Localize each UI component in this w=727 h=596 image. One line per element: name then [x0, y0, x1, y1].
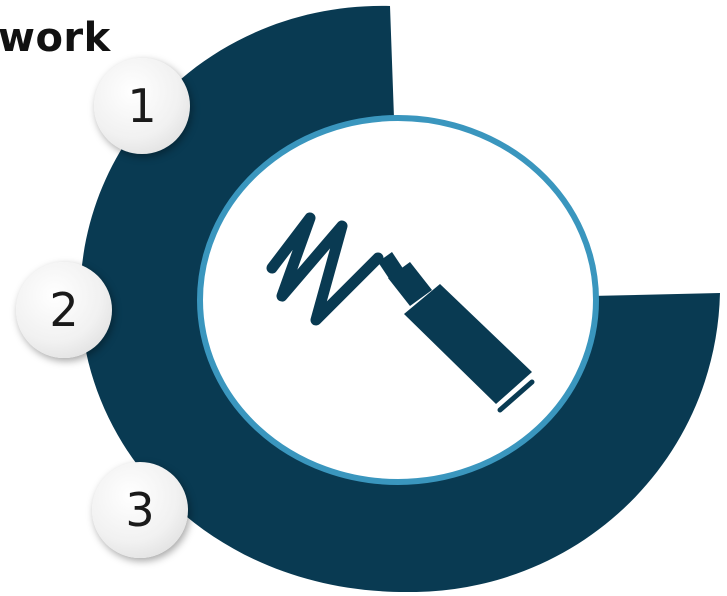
step-number: 1 — [127, 79, 157, 133]
step-number: 2 — [49, 283, 79, 337]
progress-ring — [80, 5, 720, 593]
inner-circle-border — [197, 115, 599, 485]
highlighter-marker-icon — [266, 212, 535, 413]
step-badge-2: 2 — [16, 262, 112, 358]
step-badge-1: 1 — [94, 58, 190, 154]
step-number: 3 — [125, 483, 155, 537]
step-badge-3: 3 — [92, 462, 188, 558]
diagram-title: work — [0, 15, 111, 61]
